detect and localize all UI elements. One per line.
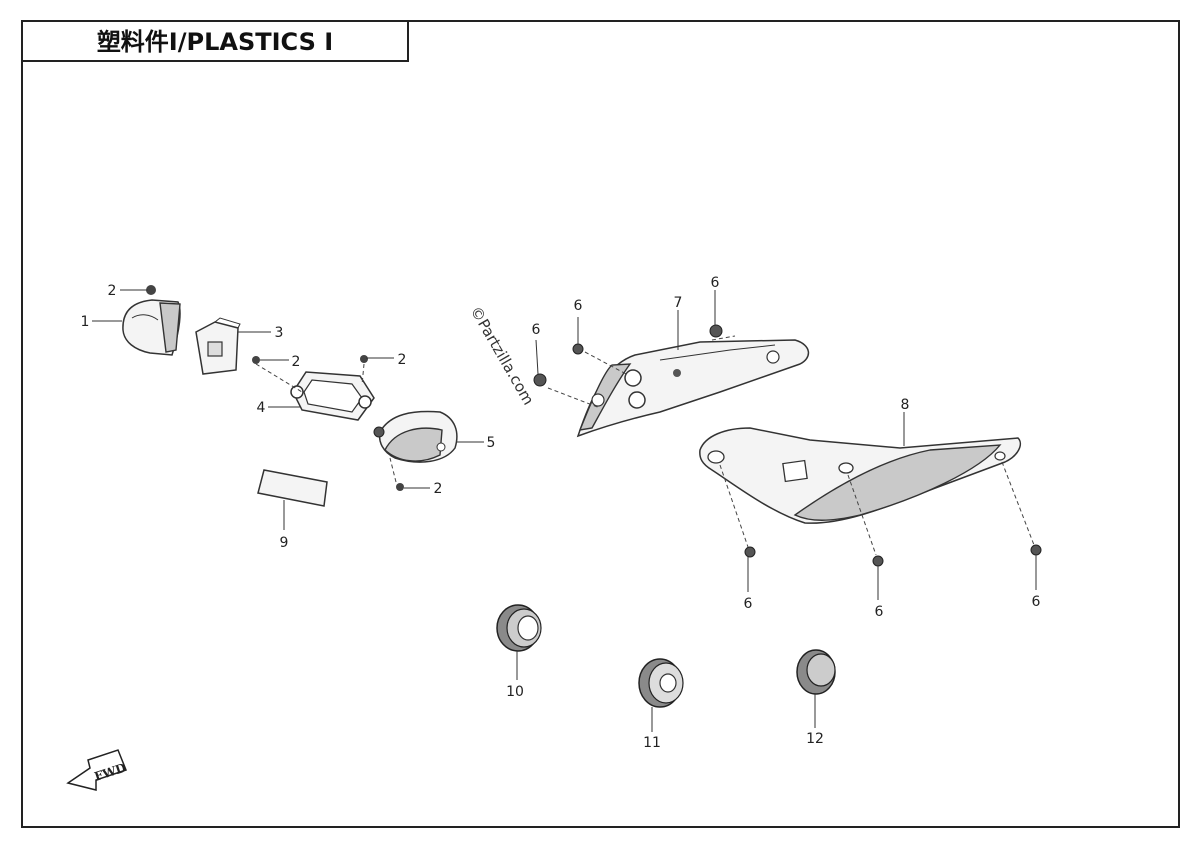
part-3-bracket-cover[interactable] xyxy=(195,317,241,375)
callout-11: 11 xyxy=(643,735,661,751)
callout-6-b: 6 xyxy=(532,322,541,338)
callout-1: 1 xyxy=(81,314,90,330)
callout-10: 10 xyxy=(506,684,524,700)
callout-4: 4 xyxy=(257,400,266,416)
part-4-frame[interactable] xyxy=(290,371,375,421)
part-2-clip-d[interactable] xyxy=(396,483,404,491)
title-box xyxy=(21,20,409,62)
part-11-grommet[interactable] xyxy=(638,658,684,708)
part-12-grommet[interactable] xyxy=(796,649,836,695)
part-2-clip-c[interactable] xyxy=(360,355,368,363)
part-2-clip-b[interactable] xyxy=(252,356,260,364)
callout-6-a: 6 xyxy=(574,298,583,314)
part-6-screw-f[interactable] xyxy=(1030,544,1042,556)
callout-2-c: 2 xyxy=(398,352,407,368)
part-1-front-cover[interactable] xyxy=(122,299,181,356)
diagram-title: 塑料件Ⅰ/PLASTICS Ⅰ xyxy=(97,28,333,56)
part-6-screw-e[interactable] xyxy=(872,555,884,567)
callout-7: 7 xyxy=(674,295,683,311)
diagram-border xyxy=(21,20,1180,828)
watermark: ©Partzilla.com xyxy=(467,303,538,408)
part-5-rear-cover[interactable] xyxy=(373,410,458,463)
part-2-clip-a[interactable] xyxy=(146,285,156,295)
callout-6-e: 6 xyxy=(875,604,884,620)
fwd-arrow-icon: FWD xyxy=(66,749,128,791)
part-7-side-panel[interactable] xyxy=(576,339,810,438)
part-6-screw-b[interactable] xyxy=(533,373,547,387)
callout-9: 9 xyxy=(280,535,289,551)
callout-3: 3 xyxy=(275,325,284,341)
callout-5: 5 xyxy=(487,435,496,451)
part-9-sticker[interactable] xyxy=(257,469,328,507)
callout-6-f: 6 xyxy=(1032,594,1041,610)
callout-2-d: 2 xyxy=(434,481,443,497)
callout-6-d: 6 xyxy=(744,596,753,612)
callout-2-a: 2 xyxy=(108,283,117,299)
callout-2-b: 2 xyxy=(292,354,301,370)
part-6-screw-d[interactable] xyxy=(744,546,756,558)
callout-8: 8 xyxy=(901,397,910,413)
part-8-lower-panel[interactable] xyxy=(699,427,1022,524)
part-6-screw-a[interactable] xyxy=(572,343,584,355)
callout-6-c: 6 xyxy=(711,275,720,291)
part-10-grommet[interactable] xyxy=(496,604,542,652)
callout-12: 12 xyxy=(806,731,824,747)
part-6-screw-c[interactable] xyxy=(709,324,723,338)
